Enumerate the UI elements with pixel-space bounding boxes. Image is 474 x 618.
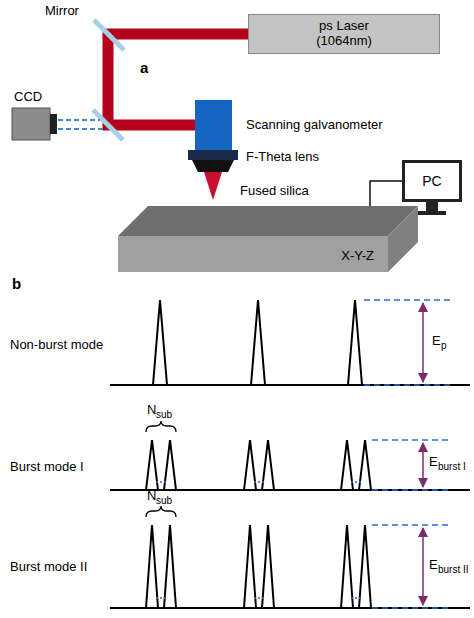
energy-symbol: E	[429, 558, 438, 572]
subscript: burst I	[438, 461, 466, 472]
laser-box: ps Laser (1064nm)	[248, 14, 440, 54]
node-text: X-Y-Z	[341, 249, 374, 264]
subscript: sub	[156, 409, 172, 420]
mode-label: Non-burst mode	[10, 338, 103, 352]
node-text: ps Laser (1064nm)	[309, 19, 379, 49]
part-label: Mirror	[45, 4, 79, 18]
panel-letter: b	[12, 276, 21, 293]
subscript: p	[441, 340, 447, 351]
mirror	[94, 20, 124, 50]
count-symbol: N	[147, 489, 156, 503]
panel-letter: a	[140, 60, 148, 77]
part-label: Fused silica	[240, 184, 309, 198]
xyz-stage: X-Y-Z	[118, 206, 418, 272]
scanning-galvanometer	[195, 100, 232, 150]
pc-monitor: PC	[402, 160, 462, 202]
part-label: CCD	[14, 90, 42, 104]
sub-pulse-gap	[156, 482, 361, 598]
count-symbol: N	[147, 403, 156, 417]
node-text: PC	[422, 173, 441, 189]
subscript: sub	[156, 495, 172, 506]
cable	[370, 181, 402, 206]
pulse-trains	[110, 300, 470, 608]
laser-beam	[108, 34, 248, 200]
energy-symbol: E	[432, 334, 441, 348]
part-label: F-Theta lens	[246, 150, 319, 164]
energy-arrow	[422, 303, 424, 605]
ccd-camera	[12, 108, 103, 140]
part-label: Scanning galvanometer	[246, 118, 383, 132]
mirror	[93, 110, 123, 140]
energy-level	[364, 300, 450, 608]
pc-stand	[418, 202, 446, 215]
mode-label: Burst mode I	[10, 460, 84, 474]
energy-symbol: E	[429, 455, 438, 469]
mode-label: Burst mode II	[10, 560, 87, 574]
f-theta-lens	[188, 150, 238, 172]
subscript: burst II	[438, 564, 469, 575]
